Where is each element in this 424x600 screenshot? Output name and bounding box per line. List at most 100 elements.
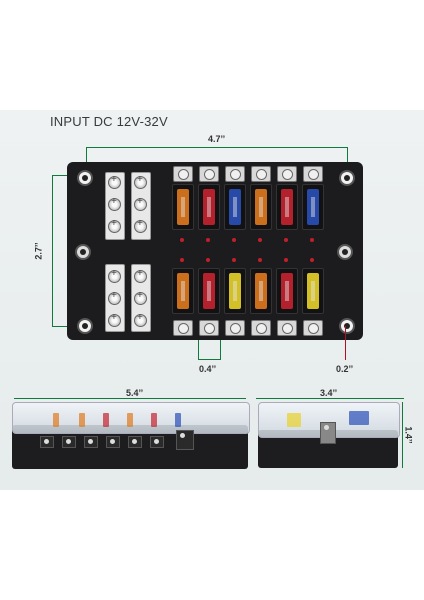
fuse-slot [276,184,298,230]
height-dimension-line [52,175,53,327]
blade-fuse [281,189,293,225]
indicator-led [258,258,262,262]
fuse-slot [172,268,194,314]
busbar-screw [108,174,121,189]
center-stud-right [337,244,353,260]
output-terminal [277,320,297,336]
width-dimension-label: 4.7’’ [208,134,226,144]
side-terminal-nut [150,436,164,448]
end-width-line [256,398,404,399]
fuse-slot [302,268,324,314]
fuse-slot [250,184,272,230]
indicator-led [206,238,210,242]
busbar-screw [134,290,147,305]
end-height-label: 1.4’’ [403,426,414,444]
busbar-screw [108,290,121,305]
blade-fuse [255,273,267,309]
indicator-led [180,258,184,262]
height-dimension-label: 2.7’’ [33,242,44,260]
pitch-bracket-bottom [198,359,221,360]
busbar-screw [134,218,147,233]
fuse-color-stripe [103,413,109,427]
indicator-led [284,258,288,262]
output-terminal [199,166,219,182]
indicator-led [232,258,236,262]
fuse-slot [224,268,246,314]
end-view-stud [320,422,336,444]
indicator-led [284,238,288,242]
fuse-box-top-view [67,162,363,340]
output-terminal [199,320,219,336]
mounting-hole-bottom-left [77,318,93,334]
fuse-color-stripe [79,413,85,427]
fuse-slot [250,268,272,314]
output-terminal [225,166,245,182]
center-stud-left [75,244,91,260]
busbar-screw [108,218,121,233]
end-width-label: 3.4’’ [320,388,338,398]
fuse-slot [198,184,220,230]
output-terminal [277,166,297,182]
indicator-led [310,238,314,242]
output-terminal [251,166,271,182]
side-terminal-nut [84,436,98,448]
fuse-color-stripe [349,411,369,425]
busbar-screw [134,312,147,327]
input-voltage-title: INPUT DC 12V-32V [50,114,168,129]
busbar-screw [134,174,147,189]
busbar-screw [108,312,121,327]
pitch-bracket-right [220,340,221,360]
blade-fuse [229,189,241,225]
width-tick-left [86,147,87,171]
side-view-transparent-cover [12,402,250,434]
hole-pointer-line [345,326,346,360]
fuse-slot [302,184,324,230]
busbar-screw [134,268,147,283]
output-terminal [173,166,193,182]
indicator-led [310,258,314,262]
side-length-label: 5.4’’ [126,388,144,398]
busbar-screw [134,196,147,211]
blade-fuse [177,189,189,225]
busbar-screw [108,196,121,211]
output-terminal [251,320,271,336]
blade-fuse [203,189,215,225]
fuse-color-stripe [175,413,181,427]
mounting-hole-bottom-right [339,318,355,334]
side-terminal-nut [128,436,142,448]
side-terminal-nut [106,436,120,448]
pitch-bracket-left [198,340,199,360]
blade-fuse [203,273,215,309]
blade-fuse [255,189,267,225]
side-terminal-nut [176,430,194,450]
busbar-screw [108,268,121,283]
end-height-line [402,402,403,468]
fuse-color-stripe [127,413,133,427]
blade-fuse [307,273,319,309]
fuse-color-stripe [287,413,301,427]
blade-fuse [307,189,319,225]
fuse-pitch-label: 0.4’’ [199,364,217,374]
mounting-hole-top-left [77,170,93,186]
side-terminal-nut [40,436,54,448]
fuse-slot [198,268,220,314]
blade-fuse [229,273,241,309]
side-terminal-nut [62,436,76,448]
output-terminal [173,320,193,336]
blade-fuse [281,273,293,309]
fuse-slot [276,268,298,314]
indicator-led [206,258,210,262]
blade-fuse [177,273,189,309]
width-dimension-line [86,147,348,148]
fuse-slot [224,184,246,230]
terminal-hole-label: 0.2’’ [336,364,354,374]
indicator-led [232,238,236,242]
output-terminal [225,320,245,336]
indicator-led [180,238,184,242]
output-terminal [303,166,323,182]
indicator-led [258,238,262,242]
width-tick-right [347,147,348,171]
fuse-color-stripe [53,413,59,427]
fuse-slot [172,184,194,230]
output-terminal [303,320,323,336]
